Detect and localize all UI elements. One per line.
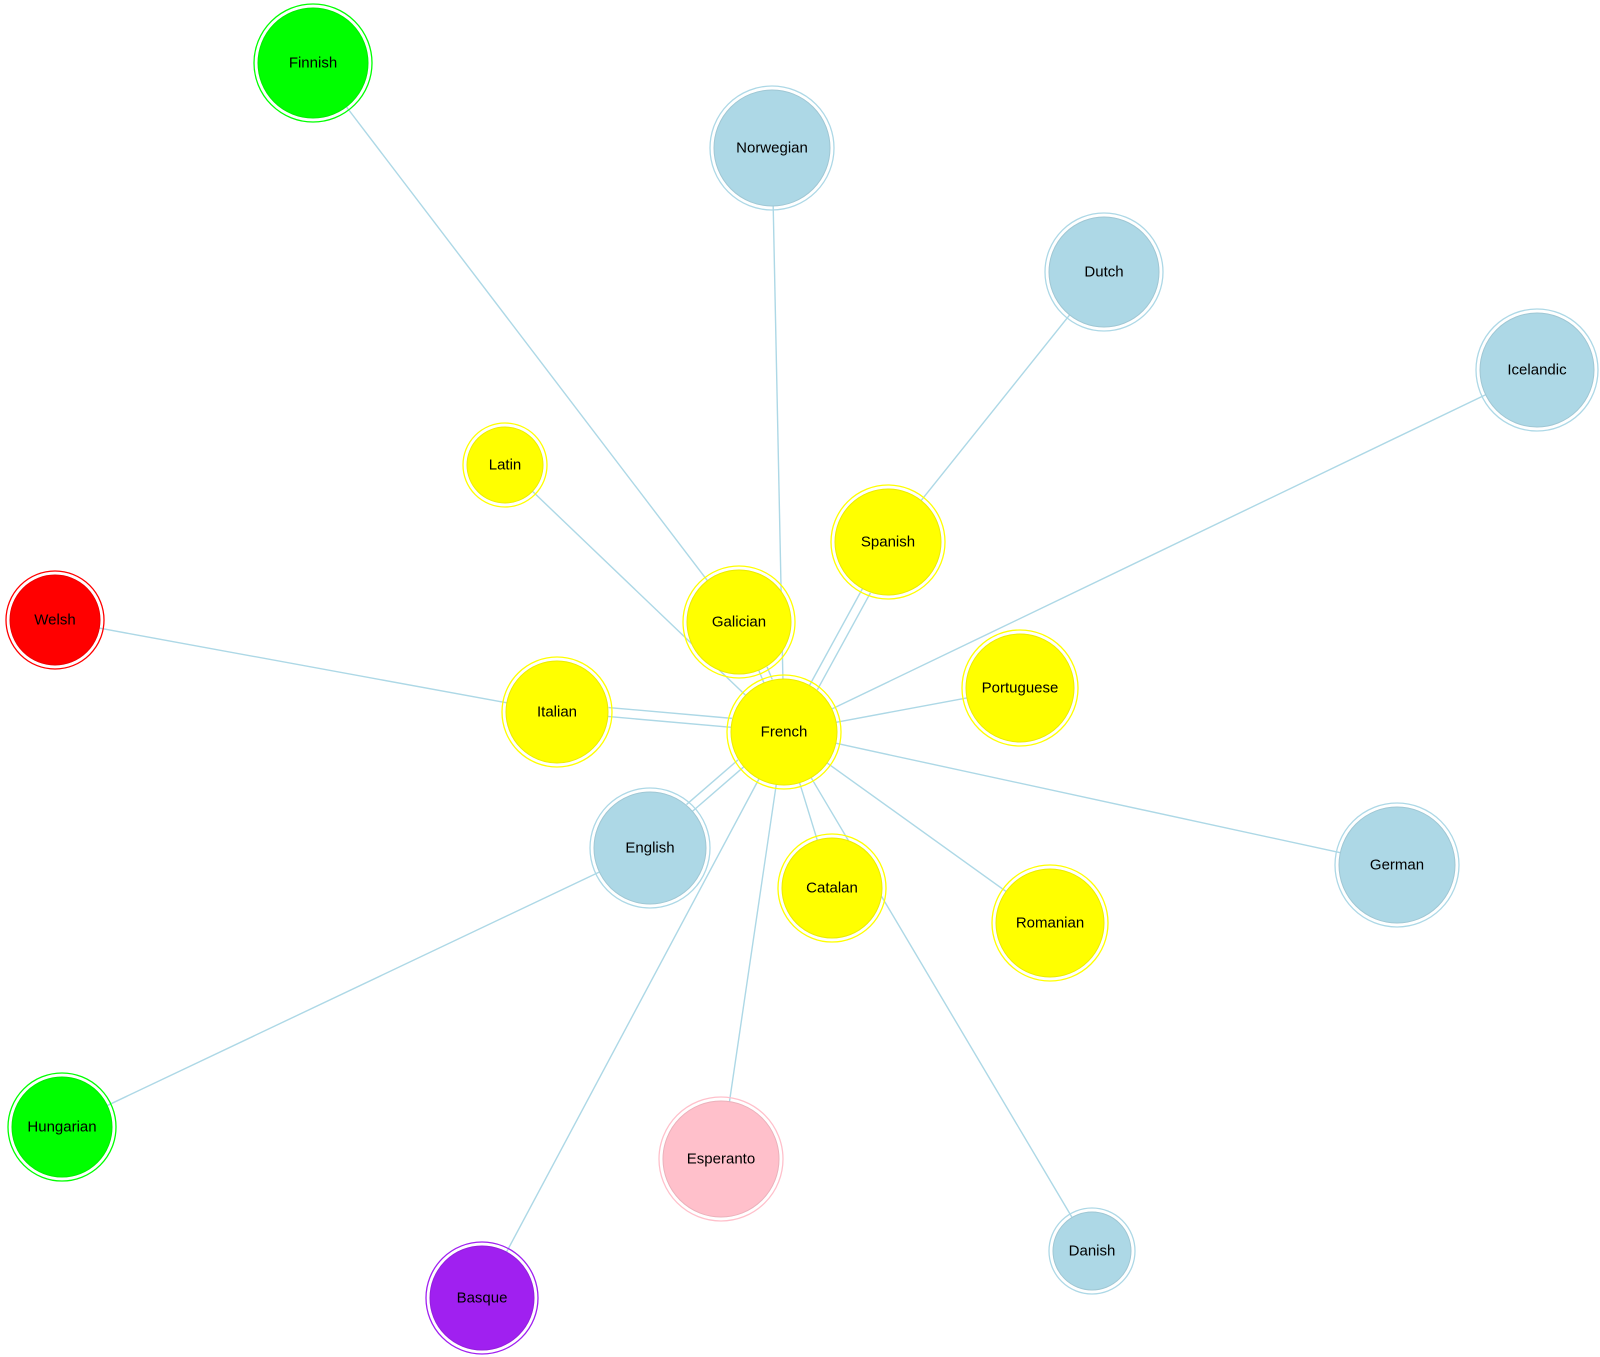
node-circle (995, 868, 1105, 978)
node-circle (834, 488, 942, 596)
node-outer-ring (462, 422, 548, 508)
node-circle (662, 1100, 780, 1218)
node-portuguese[interactable]: Portuguese (961, 629, 1079, 747)
node-basque[interactable]: Basque (425, 1241, 539, 1355)
node-romanian[interactable]: Romanian (991, 864, 1109, 982)
node-esperanto[interactable]: Esperanto (658, 1096, 784, 1222)
edge-french-italian (608, 706, 733, 720)
node-layer: French FinnishNorwegianDutchIcelandicLati… (5, 3, 1599, 1355)
node-circle (1052, 1211, 1132, 1291)
node-label: Danish (1069, 1243, 1116, 1260)
node-outer-ring (709, 85, 835, 211)
edge-icelandic-french (831, 394, 1486, 710)
edge-catalan-french (798, 782, 818, 841)
node-galician[interactable]: Galician (682, 565, 796, 679)
node-circle (257, 7, 369, 119)
node-outer-ring (961, 629, 1079, 747)
edge-french-english (685, 759, 739, 806)
node-circle (429, 1245, 535, 1351)
node-outer-ring (7, 1072, 117, 1182)
node-english[interactable]: English (589, 787, 711, 909)
node-label: Norwegian (736, 140, 808, 157)
node-italian[interactable]: Italian (501, 656, 613, 768)
node-label: Galician (712, 614, 766, 631)
node-circle (730, 678, 838, 786)
node-label: Esperanto (687, 1151, 755, 1168)
edge-hungarian-english (106, 871, 600, 1107)
edge-welsh-italian (99, 627, 507, 704)
edge-german-french (835, 742, 1341, 854)
node-label: French (761, 724, 808, 741)
node-icelandic[interactable]: Icelandic (1475, 308, 1599, 432)
node-circle (713, 89, 831, 207)
edge-layer (99, 106, 1486, 1253)
node-circle (1338, 806, 1456, 924)
edge-italian-french (607, 715, 732, 729)
node-outer-ring (777, 833, 887, 943)
node-norwegian[interactable]: Norwegian (709, 85, 835, 211)
node-label: Hungarian (27, 1119, 96, 1136)
node-label: Spanish (861, 534, 915, 551)
node-spanish[interactable]: Spanish (830, 484, 946, 600)
edge-french-spanish (816, 592, 872, 691)
node-label: Italian (537, 704, 577, 721)
edge-esperanto-french (728, 784, 777, 1102)
node-welsh[interactable]: Welsh (5, 570, 105, 670)
node-outer-ring (1475, 308, 1599, 432)
node-circle (1048, 216, 1160, 328)
node-circle (593, 791, 707, 905)
node-french[interactable]: French (726, 674, 842, 790)
node-outer-ring (501, 656, 613, 768)
node-latin[interactable]: Latin (462, 422, 548, 508)
edge-dutch-spanish (920, 314, 1071, 502)
edge-english-french (691, 766, 745, 812)
node-circle (505, 660, 609, 764)
edge-portuguese-french (835, 697, 968, 723)
node-circle (11, 1076, 113, 1178)
node-label: Portuguese (982, 680, 1059, 697)
node-outer-ring (589, 787, 711, 909)
node-label: Welsh (34, 612, 75, 629)
node-label: Basque (457, 1290, 508, 1307)
node-outer-ring (1044, 212, 1164, 332)
node-outer-ring (1334, 802, 1460, 928)
node-outer-ring (830, 484, 946, 600)
node-outer-ring (991, 864, 1109, 982)
node-outer-ring (5, 570, 105, 670)
node-label: Latin (489, 457, 522, 474)
node-outer-ring (253, 3, 373, 123)
node-circle (781, 837, 883, 939)
node-danish[interactable]: Danish (1048, 1207, 1136, 1295)
node-label: Icelandic (1507, 362, 1567, 379)
node-outer-ring (1048, 1207, 1136, 1295)
node-label: German (1370, 857, 1424, 874)
edge-french-galician (766, 666, 773, 680)
node-german[interactable]: German (1334, 802, 1460, 928)
node-label: Finnish (289, 55, 337, 72)
node-label: English (625, 840, 674, 857)
node-label: Catalan (806, 880, 858, 897)
node-circle (965, 633, 1075, 743)
node-label: Dutch (1084, 264, 1123, 281)
node-outer-ring (658, 1096, 784, 1222)
node-circle (686, 569, 792, 675)
node-circle (9, 574, 101, 666)
node-circle (466, 426, 544, 504)
node-dutch[interactable]: Dutch (1044, 212, 1164, 332)
edge-galician-french (758, 669, 765, 684)
node-hungarian[interactable]: Hungarian (7, 1072, 117, 1182)
node-circle (1479, 312, 1595, 428)
node-outer-ring (682, 565, 796, 679)
node-label: Romanian (1016, 915, 1084, 932)
node-outer-ring (726, 674, 842, 790)
edge-spanish-french (808, 588, 864, 686)
node-finnish[interactable]: Finnish (253, 3, 373, 123)
edge-finnish-galician (345, 106, 709, 582)
node-catalan[interactable]: Catalan (777, 833, 887, 943)
edge-basque-french (505, 778, 760, 1253)
edge-romanian-french (826, 762, 1007, 893)
node-outer-ring (425, 1241, 539, 1355)
